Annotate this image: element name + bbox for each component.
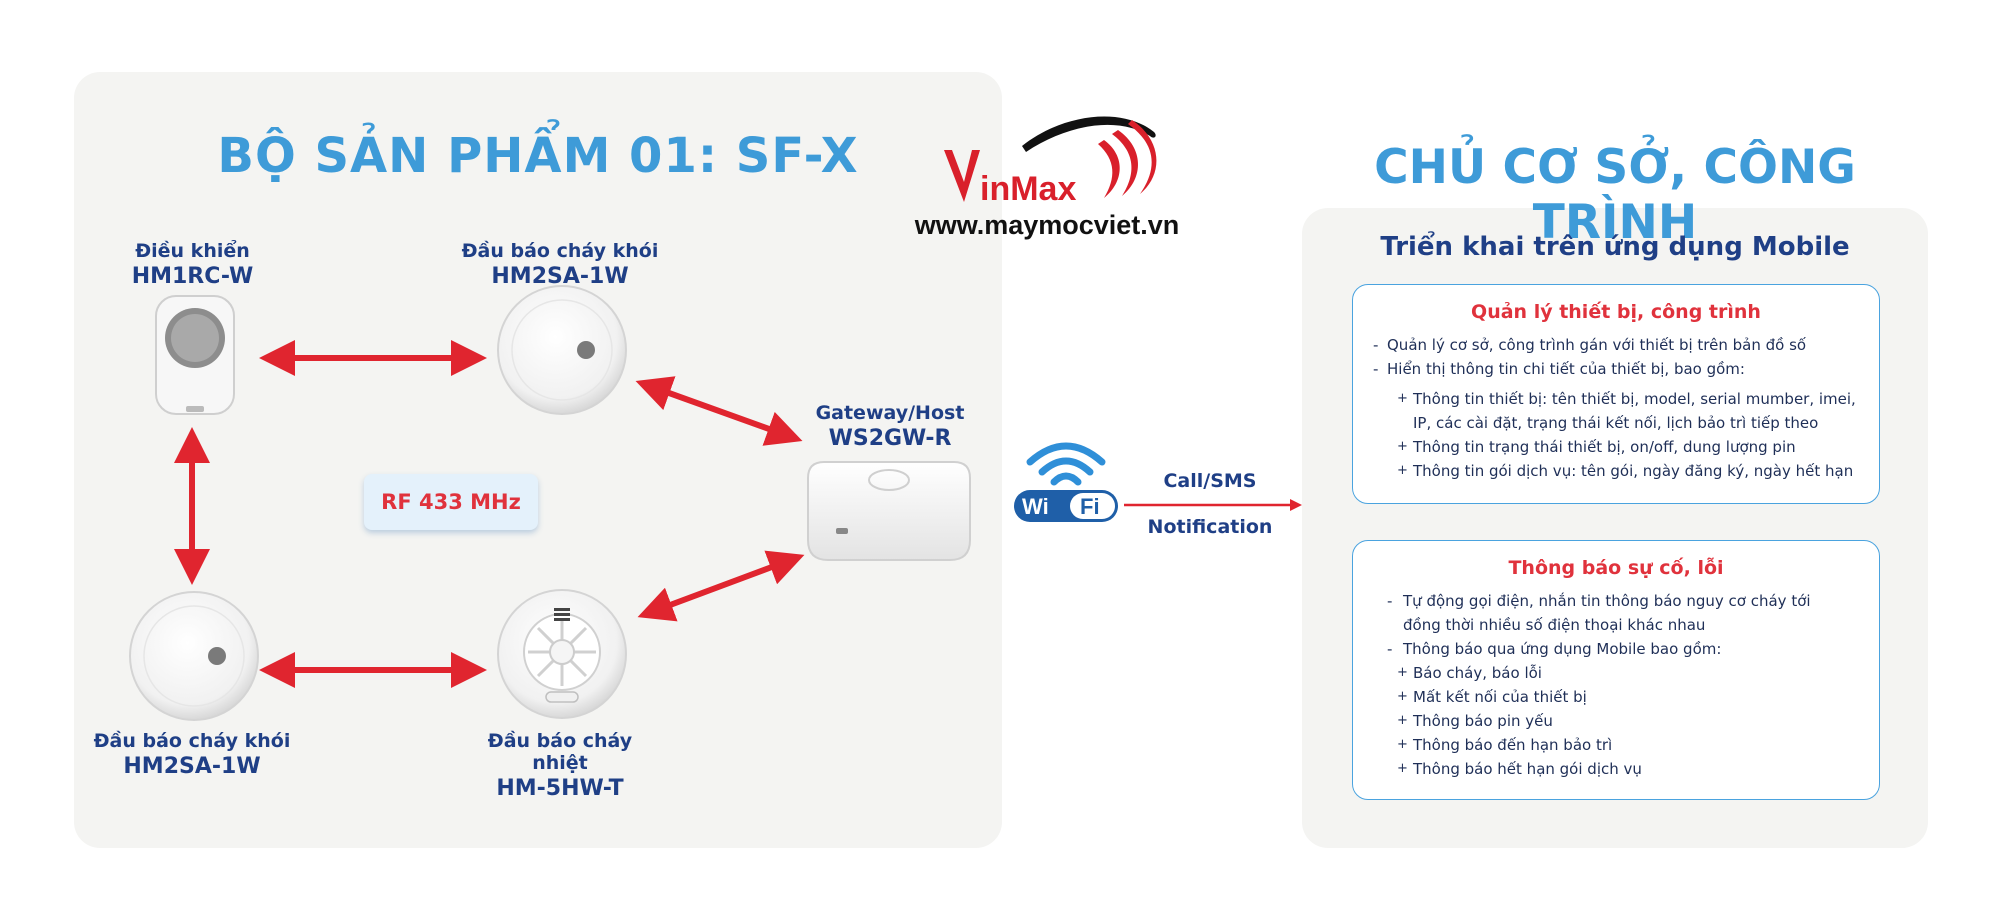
- smoke-detector-bottom-image: [129, 591, 259, 721]
- remote-device-image: [155, 295, 235, 415]
- call-sms-label: Call/SMS: [1163, 470, 1257, 492]
- remote-model: HM1RC-W: [131, 264, 254, 289]
- heat-model: HM-5HW-T: [496, 776, 624, 801]
- arrow-wifi-to-owner-head: [1290, 499, 1302, 511]
- notification-label: Notification: [1147, 516, 1273, 538]
- list-item: Thông tin thiết bị: tên thiết bị, model,…: [1353, 387, 1879, 435]
- smoke-top-label: Đầu báo cháy khói HM2SA-1W: [450, 240, 670, 289]
- gateway-model: WS2GW-R: [828, 426, 952, 451]
- arrow-smoke-top-gateway: [635, 376, 803, 446]
- incident-alert-card: Thông báo sự cố, lỗi Tự động gọi điện, n…: [1352, 540, 1880, 800]
- list-item: Thông báo hết hạn gói dịch vụ: [1353, 757, 1879, 781]
- incident-alert-list: Tự động gọi điện, nhắn tin thông báo ngu…: [1353, 589, 1879, 781]
- list-item: Mất kết nối của thiết bị: [1353, 685, 1879, 709]
- smoke-top-model: HM2SA-1W: [491, 264, 629, 289]
- smoke-bottom-name: Đầu báo cháy khói: [93, 730, 291, 752]
- remote-name: Điều khiển: [135, 240, 250, 262]
- smoke-top-name: Đầu báo cháy khói: [461, 240, 659, 262]
- device-management-list: Quản lý cơ sở, công trình gán với thiết …: [1353, 333, 1879, 483]
- device-management-card: Quản lý thiết bị, công trình Quản lý cơ …: [1352, 284, 1880, 504]
- vinmax-logo: inMax: [944, 116, 1157, 208]
- list-item: Thông tin trạng thái thiết bị, on/off, d…: [1353, 435, 1879, 459]
- heat-name: Đầu báo cháy nhiệt: [487, 730, 633, 774]
- remote-label: Điều khiển HM1RC-W: [110, 240, 275, 289]
- svg-text:Fi: Fi: [1080, 494, 1100, 519]
- svg-text:inMax: inMax: [980, 170, 1076, 208]
- list-item: Báo cháy, báo lỗi: [1353, 661, 1879, 685]
- gateway-device-image: [807, 461, 971, 561]
- wifi-icon: Wi Fi: [1014, 442, 1118, 522]
- list-item: Thông tin gói dịch vụ: tên gói, ngày đăn…: [1353, 459, 1879, 483]
- smoke-detector-top-image: [497, 285, 627, 415]
- heat-detector-image: [497, 589, 627, 719]
- device-management-title: Quản lý thiết bị, công trình: [1471, 301, 1761, 323]
- svg-text:Wi: Wi: [1022, 494, 1049, 519]
- list-item: Quản lý cơ sở, công trình gán với thiết …: [1353, 333, 1879, 357]
- rf-frequency-badge: RF 433 MHz: [364, 474, 538, 530]
- list-item: Thông báo đến hạn bảo trì: [1353, 733, 1879, 757]
- arrow-heat-gateway: [637, 550, 805, 622]
- smoke-bottom-model: HM2SA-1W: [123, 754, 261, 779]
- smoke-bottom-label: Đầu báo cháy khói HM2SA-1W: [92, 730, 292, 779]
- product-kit-panel: [74, 72, 1002, 848]
- gateway-name: Gateway/Host: [815, 402, 965, 424]
- list-item: Thông báo pin yếu: [1353, 709, 1879, 733]
- heat-label: Đầu báo cháy nhiệt HM-5HW-T: [460, 730, 660, 801]
- gateway-label: Gateway/Host WS2GW-R: [800, 402, 980, 451]
- product-kit-title: BỘ SẢN PHẨM 01: SF-X: [217, 128, 859, 184]
- list-item: Thông báo qua ứng dụng Mobile bao gồm:: [1353, 637, 1879, 661]
- mobile-deploy-title: Triển khai trên ứng dụng Mobile: [1380, 232, 1850, 262]
- owner-title: CHỦ CƠ SỞ, CÔNG TRÌNH: [1374, 140, 1856, 250]
- logo-url: www.maymocviet.vn: [914, 210, 1180, 240]
- incident-alert-title: Thông báo sự cố, lỗi: [1508, 557, 1724, 579]
- list-item: Tự động gọi điện, nhắn tin thông báo ngu…: [1353, 589, 1879, 637]
- list-item: Hiển thị thông tin chi tiết của thiết bị…: [1353, 357, 1879, 381]
